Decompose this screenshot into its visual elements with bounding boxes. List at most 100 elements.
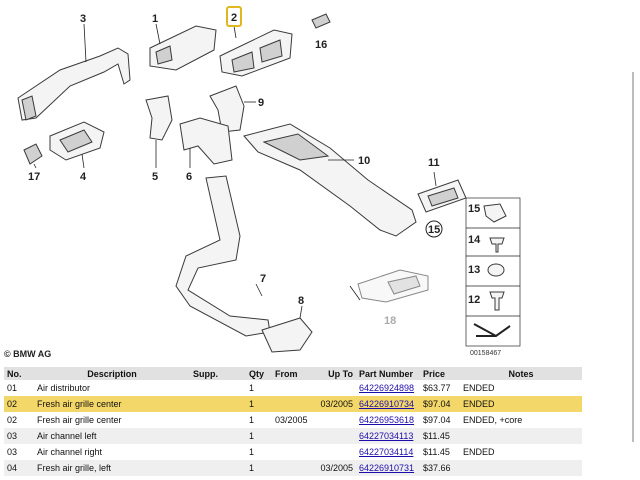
cell-description: Air channel left xyxy=(34,428,190,444)
cell-price: $11.45 xyxy=(423,447,450,457)
cell-price: $37.66 xyxy=(420,460,460,476)
header-supp: Supp. xyxy=(190,367,246,380)
cell-part-number: 64227034114 xyxy=(356,444,420,460)
cell-description: Air channel right xyxy=(37,447,103,457)
cell-no: 02 xyxy=(4,396,34,412)
part-number-link[interactable]: 64226910734 xyxy=(359,399,415,409)
leader-7 xyxy=(255,283,263,297)
table-row[interactable]: 02 Fresh air grille center 1 03/2005 642… xyxy=(4,412,582,428)
cell-description: Fresh air grille center xyxy=(34,396,190,412)
callout-2-highlight xyxy=(226,6,242,27)
cell-part-number: 64226924898 xyxy=(356,380,420,396)
part-6-air-duct[interactable] xyxy=(179,117,233,165)
part-5-air-duct[interactable] xyxy=(145,95,173,141)
part-number-link[interactable]: 64226953618 xyxy=(359,415,415,425)
cell-price: $97.04 xyxy=(420,396,460,412)
part-7-air-channel[interactable] xyxy=(175,175,271,337)
cell-qty: 1 xyxy=(246,396,272,412)
cell-description: Fresh air grille, left xyxy=(34,460,190,476)
table-row-highlighted[interactable]: 02 Fresh air grille center 1 03/2005 642… xyxy=(4,396,582,412)
callout-6[interactable]: 6 xyxy=(186,171,192,183)
cell-no: 03 xyxy=(7,447,18,457)
part-8-air-duct[interactable] xyxy=(261,317,313,353)
cell-supp xyxy=(190,380,246,396)
part-4-fresh-air-grille-left[interactable] xyxy=(49,121,105,161)
part-11-fresh-air-grille-right[interactable] xyxy=(417,179,467,213)
cell-up-to xyxy=(314,412,356,428)
callout-17[interactable]: 17 xyxy=(28,171,40,183)
callout-5[interactable]: 5 xyxy=(152,171,158,183)
leader-11 xyxy=(433,171,437,187)
header-price: Price xyxy=(420,367,460,380)
callout-9[interactable]: 9 xyxy=(258,97,264,109)
callout-11[interactable]: 11 xyxy=(428,157,440,169)
part-3-air-channel[interactable] xyxy=(17,47,131,121)
cell-from xyxy=(272,444,314,460)
part-14-screw[interactable] xyxy=(489,237,505,253)
cell-price: $63.77 xyxy=(423,383,451,393)
table-row[interactable]: 01 Air distributor 1 64226924898 $63.77 … xyxy=(4,380,582,396)
copyright-label: © BMW AG xyxy=(4,349,52,359)
table-row[interactable]: 03 Air channel right 1 64227034114 $11.4… xyxy=(4,444,582,460)
callout-4[interactable]: 4 xyxy=(80,171,87,183)
part-18-air-duct[interactable] xyxy=(357,269,429,303)
cell-description: Air distributor xyxy=(37,383,91,393)
cell-from xyxy=(272,380,314,396)
callout-18[interactable]: 18 xyxy=(384,315,396,327)
part-16-clip[interactable] xyxy=(311,13,331,29)
cell-from xyxy=(272,428,314,444)
cell-qty: 1 xyxy=(249,383,255,393)
callout-2[interactable]: 2 xyxy=(231,12,237,24)
callout-14[interactable]: 14 xyxy=(468,234,481,246)
table-row[interactable]: 04 Fresh air grille, left 1 03/2005 6422… xyxy=(4,460,582,476)
table-row[interactable]: 03 Air channel left 1 64227034113 $11.45 xyxy=(4,428,582,444)
cell-qty: 1 xyxy=(249,447,255,457)
part-17-clip[interactable] xyxy=(23,143,43,165)
header-notes: Notes xyxy=(460,367,582,380)
callout-7[interactable]: 7 xyxy=(260,273,266,285)
part-15-marker xyxy=(425,220,443,238)
cell-up-to xyxy=(314,428,356,444)
cell-qty: 1 xyxy=(249,415,255,425)
diagram-code: 00158467 xyxy=(470,350,502,357)
scrollbar[interactable] xyxy=(632,72,634,442)
leader-4 xyxy=(81,153,85,169)
cell-description: Fresh air grille center xyxy=(37,415,122,425)
part-12-screw[interactable] xyxy=(489,291,505,311)
header-no: No. xyxy=(4,367,34,380)
callout-1[interactable]: 1 xyxy=(152,13,158,25)
cell-notes: ENDED xyxy=(463,447,495,457)
callout-8[interactable]: 8 xyxy=(298,295,304,307)
cell-up-to: 03/2005 xyxy=(314,396,356,412)
part-number-link[interactable]: 64227034113 xyxy=(359,431,414,441)
part-number-link[interactable]: 64226924898 xyxy=(359,383,415,393)
part-15-clip[interactable] xyxy=(483,203,507,223)
header-part-number: Part Number xyxy=(356,367,420,380)
parts-table: No. Description Supp. Qty From Up To Par… xyxy=(4,367,582,476)
cell-supp xyxy=(190,444,246,460)
header-from: From xyxy=(272,367,314,380)
cell-from xyxy=(272,460,314,476)
part-2-fresh-air-grille-center[interactable] xyxy=(219,29,293,77)
cell-up-to: 03/2005 xyxy=(314,460,356,476)
cell-up-to xyxy=(314,444,356,460)
cell-notes xyxy=(460,428,582,444)
cell-qty: 1 xyxy=(246,428,272,444)
callout-15[interactable]: 15 xyxy=(428,224,440,236)
part-number-link[interactable]: 64226910731 xyxy=(359,463,415,473)
part-number-link[interactable]: 64227034114 xyxy=(359,447,414,457)
cell-up-to xyxy=(314,380,356,396)
part-9-air-duct[interactable] xyxy=(209,85,245,133)
small-parts-panel xyxy=(465,197,521,347)
part-10-air-channel[interactable] xyxy=(243,123,417,237)
callout-13[interactable]: 13 xyxy=(468,264,480,276)
callout-10[interactable]: 10 xyxy=(358,155,370,167)
callout-15-panel[interactable]: 15 xyxy=(468,203,480,215)
cell-from xyxy=(272,396,314,412)
callout-3[interactable]: 3 xyxy=(80,13,86,25)
callout-16[interactable]: 16 xyxy=(315,39,327,51)
cell-qty: 1 xyxy=(246,460,272,476)
part-1-air-distributor[interactable] xyxy=(149,25,217,71)
part-13-grommet[interactable] xyxy=(487,263,505,277)
callout-12[interactable]: 12 xyxy=(468,294,480,306)
